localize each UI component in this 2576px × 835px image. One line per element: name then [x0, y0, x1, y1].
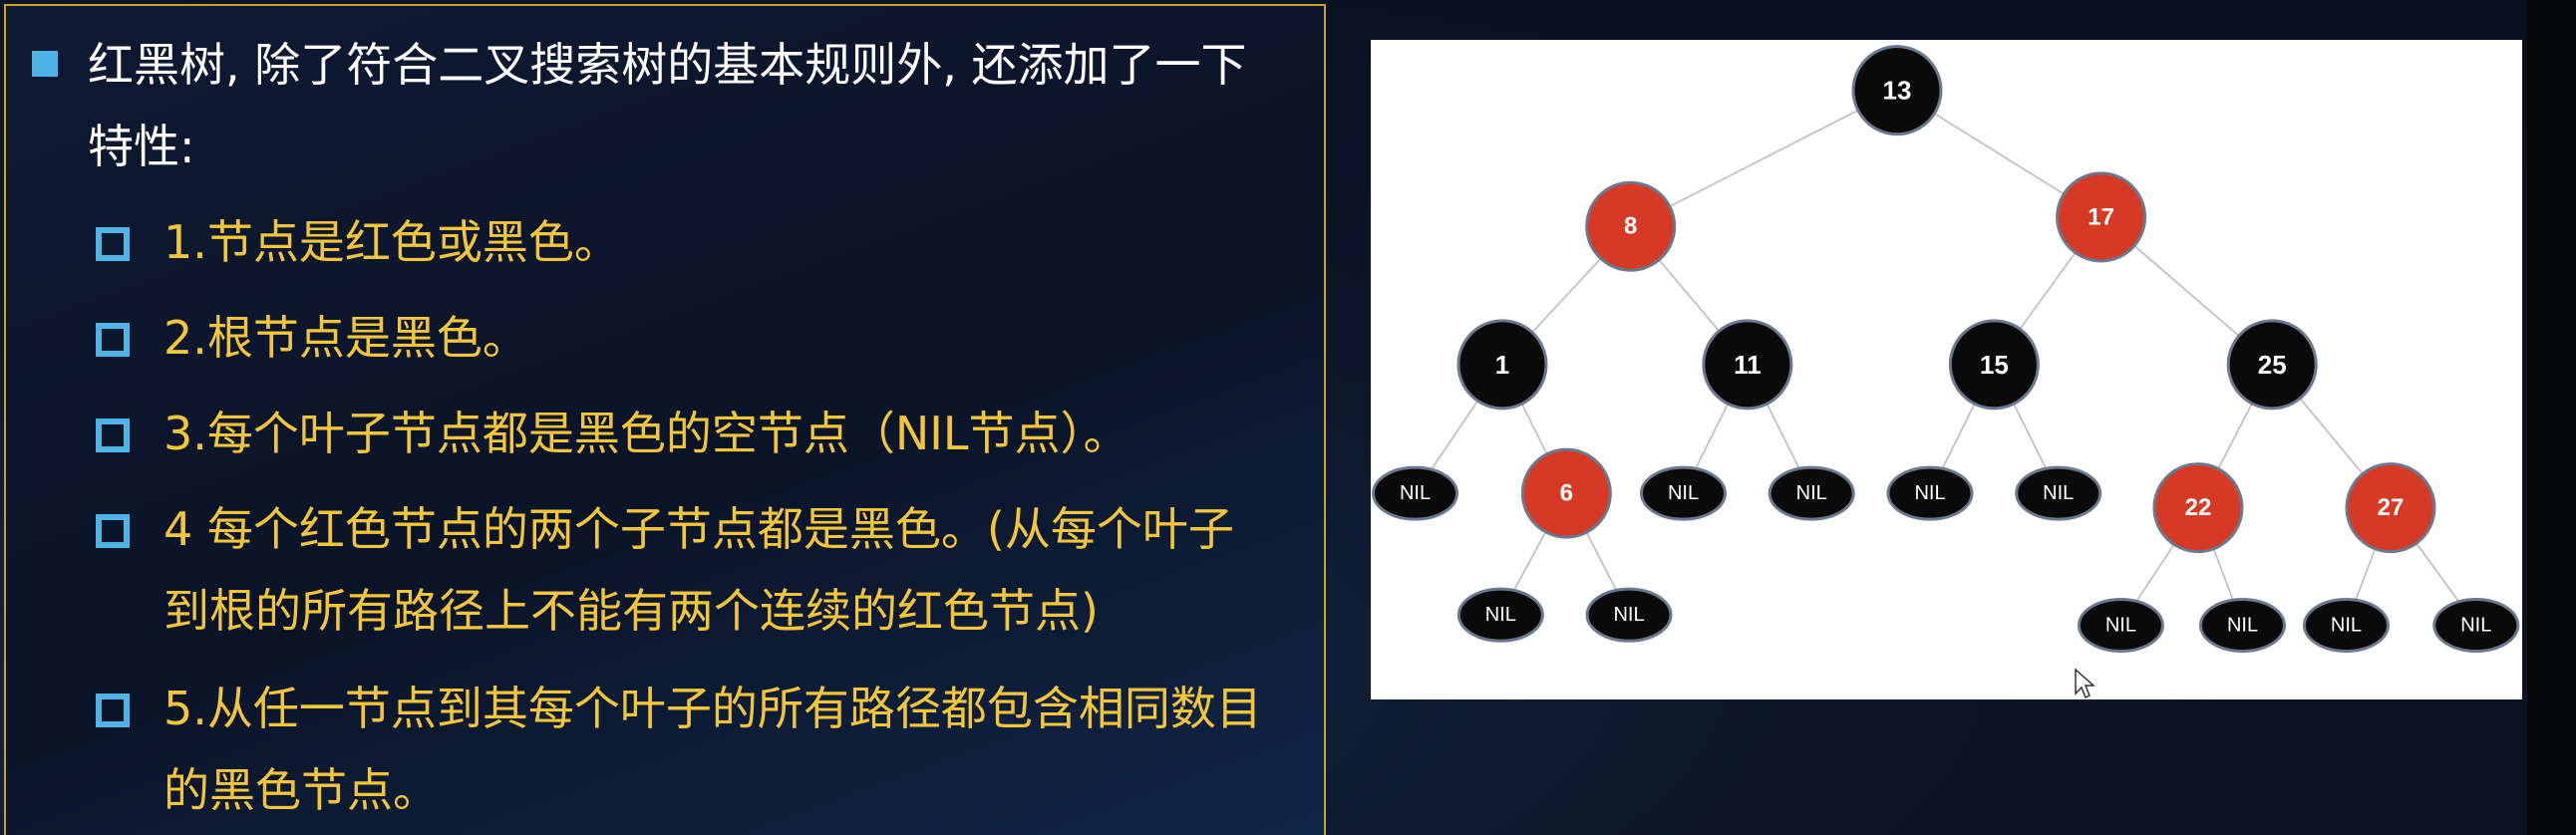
property-item-5-line-2: 的黑色节点。: [163, 763, 439, 817]
hollow-square-bullet-icon: [96, 323, 130, 357]
window-edge-strip: [2527, 0, 2576, 835]
node-label: NIL: [1668, 482, 1699, 504]
property-item-1: 1.节点是红色或黑色。: [96, 201, 1312, 283]
nil-ellipse: [2015, 465, 2102, 521]
nil-leaf-node: NIL: [2015, 465, 2102, 521]
nil-ellipse: [2077, 598, 2164, 654]
property-item-3-text: 3.每个叶子节点都是黑色的空节点（NIL节点）。: [163, 407, 1129, 460]
node-circle: [2226, 319, 2318, 411]
node-label: NIL: [1796, 482, 1827, 504]
node-label: NIL: [2331, 615, 2362, 637]
hollow-square-bullet-icon: [96, 227, 130, 261]
nil-leaf-node: NIL: [1372, 465, 1459, 521]
mouse-cursor-icon: [2075, 668, 2095, 699]
nil-leaf-node: NIL: [1585, 587, 1673, 643]
nil-leaf-node: NIL: [2199, 598, 2286, 654]
node-circle: [1585, 180, 1677, 272]
property-item-4-line-2: 到根的所有路径上不能有两个连续的红色节点): [163, 584, 1099, 638]
property-item-5-line-1: 5.从任一节点到其每个叶子的所有路径都包含相同数目: [163, 682, 1262, 735]
node-circle: [1520, 447, 1612, 539]
nil-ellipse: [1456, 587, 1544, 643]
properties-text-panel: 红黑树, 除了符合二叉搜索树的基本规则外, 还添加了一下 特性: 1.节点是红色…: [4, 4, 1326, 835]
main-bullet-line-2: 特性:: [88, 120, 195, 173]
tree-node-1: 1: [1456, 319, 1548, 411]
tree-node-11: 11: [1702, 319, 1793, 411]
property-item-2: 2.根节点是黑色。: [96, 297, 1312, 379]
nil-ellipse: [2199, 598, 2286, 654]
node-circle: [1702, 319, 1793, 411]
tree-node-15: 15: [1948, 319, 2040, 411]
nil-ellipse: [1640, 465, 1727, 521]
tree-node-8: 8: [1585, 180, 1677, 272]
node-label: 22: [2185, 494, 2212, 521]
nil-leaf-node: NIL: [1768, 465, 1855, 521]
node-label: NIL: [1613, 604, 1644, 626]
tree-edge-n13-n8: [1630, 89, 1898, 227]
hollow-square-bullet-icon: [96, 514, 130, 548]
node-label: NIL: [1400, 482, 1431, 504]
nil-leaf-node: NIL: [2432, 598, 2520, 654]
node-circle: [2345, 462, 2436, 554]
tree-node-17: 17: [2056, 171, 2147, 263]
filled-square-bullet-icon: [32, 51, 58, 77]
node-label: NIL: [2460, 615, 2491, 637]
property-item-2-text: 2.根节点是黑色。: [163, 311, 528, 365]
property-item-1-text: 1.节点是红色或黑色。: [163, 215, 620, 269]
node-circle: [2152, 462, 2244, 554]
node-label: NIL: [2043, 482, 2074, 504]
node-label: NIL: [2105, 615, 2136, 637]
nil-ellipse: [2432, 598, 2520, 654]
node-label: 11: [1734, 350, 1762, 380]
node-label: 6: [1560, 480, 1573, 507]
tree-node-27: 27: [2345, 462, 2436, 554]
node-circle: [2056, 171, 2147, 263]
nil-ellipse: [1372, 465, 1459, 521]
nil-leaf-node: NIL: [2302, 598, 2390, 654]
main-bullet: 红黑树, 除了符合二叉搜索树的基本规则外, 还添加了一下 特性:: [32, 24, 1308, 187]
node-circle: [1851, 45, 1943, 137]
nil-ellipse: [1886, 465, 1974, 521]
property-item-4: 4 每个红色节点的两个子节点都是黑色。(从每个叶子 到根的所有路径上不能有两个连…: [96, 488, 1312, 652]
node-label: 1: [1495, 350, 1509, 380]
node-label: 15: [1980, 350, 2009, 380]
node-label: 27: [2378, 494, 2405, 521]
property-item-5: 5.从任一节点到其每个叶子的所有路径都包含相同数目 的黑色节点。: [96, 668, 1312, 831]
node-circle: [1948, 319, 2040, 411]
tree-node-25: 25: [2226, 319, 2318, 411]
nil-ellipse: [1768, 465, 1855, 521]
node-label: 25: [2258, 350, 2287, 380]
tree-node-6: 6: [1520, 447, 1612, 539]
tree-node-22: 22: [2152, 462, 2244, 554]
nil-ellipse: [2302, 598, 2390, 654]
node-label: NIL: [2227, 615, 2258, 637]
nil-leaf-node: NIL: [1886, 465, 1974, 521]
nil-leaf-node: NIL: [1456, 587, 1544, 643]
nil-leaf-node: NIL: [1640, 465, 1727, 521]
hollow-square-bullet-icon: [96, 418, 130, 452]
node-label: 17: [2088, 203, 2114, 230]
node-circle: [1456, 319, 1548, 411]
hollow-square-bullet-icon: [96, 694, 130, 727]
tree-node-13: 13: [1851, 45, 1943, 137]
node-label: NIL: [1485, 604, 1516, 626]
node-label: 8: [1624, 213, 1637, 240]
nil-ellipse: [1585, 587, 1673, 643]
nil-leaf-node: NIL: [2077, 598, 2164, 654]
node-label: NIL: [1914, 482, 1945, 504]
property-item-3: 3.每个叶子节点都是黑色的空节点（NIL节点）。: [96, 393, 1312, 474]
node-label: 13: [1883, 76, 1912, 106]
main-bullet-line-1: 红黑树, 除了符合二叉搜索树的基本规则外, 还添加了一下: [88, 38, 1247, 92]
property-item-4-line-1: 4 每个红色节点的两个子节点都是黑色。(从每个叶子: [163, 502, 1234, 556]
